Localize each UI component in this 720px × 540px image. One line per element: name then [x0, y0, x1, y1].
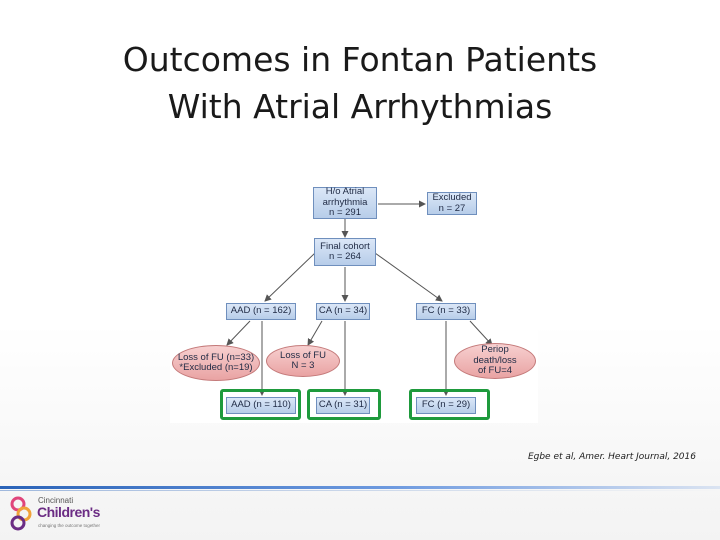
node-loss-of-fu-aad: Loss of FU (n=33) *Excluded (n=19)	[172, 345, 260, 381]
highlight-fc-final	[409, 389, 490, 420]
node-ca: CA (n = 34)	[316, 303, 370, 320]
highlight-ca-final	[307, 389, 381, 420]
node-excluded: Excluded n = 27	[427, 192, 477, 215]
cincinnati-childrens-logo: Cincinnati Children's changing the outco…	[8, 492, 118, 536]
title-line-2: With Atrial Arrhythmias	[167, 87, 553, 126]
logo-text-cincinnati: Cincinnati	[38, 496, 74, 505]
node-ca-final: CA (n = 31)	[316, 397, 370, 414]
node-fc-final: FC (n = 29)	[416, 397, 476, 414]
node-periop-death: Periop death/loss of FU=4	[454, 343, 536, 379]
highlight-aad-final	[220, 389, 301, 420]
arrow-final-aad	[264, 252, 316, 302]
slide-title: Outcomes in Fontan Patients With Atrial …	[0, 36, 720, 130]
arrow-aad-loss	[226, 320, 251, 346]
logo-text-childrens: Children's	[37, 504, 100, 520]
node-aad-final: AAD (n = 110)	[226, 397, 296, 414]
logo-tagline: changing the outcome together	[38, 523, 101, 528]
patient-flowchart: H/o Atrial arrhythmia n = 291 Excluded n…	[170, 175, 538, 423]
footer-divider-thin	[0, 490, 720, 491]
node-final-cohort: Final cohort n = 264	[314, 238, 376, 266]
footer-divider	[0, 486, 720, 489]
title-line-1: Outcomes in Fontan Patients	[122, 40, 598, 79]
arrow-ca-loss	[307, 320, 323, 346]
citation: Egbe et al, Amer. Heart Journal, 2016	[527, 452, 696, 462]
node-fc: FC (n = 33)	[416, 303, 476, 320]
node-loss-of-fu-ca: Loss of FU N = 3	[266, 345, 340, 377]
logo-mark-icon	[10, 496, 32, 531]
flowchart-arrows	[226, 200, 493, 396]
node-aad: AAD (n = 162)	[226, 303, 296, 320]
arrow-final-fc	[374, 252, 443, 302]
node-atrial-arrhythmia: H/o Atrial arrhythmia n = 291	[313, 187, 377, 219]
arrow-fc-periop	[469, 320, 493, 346]
